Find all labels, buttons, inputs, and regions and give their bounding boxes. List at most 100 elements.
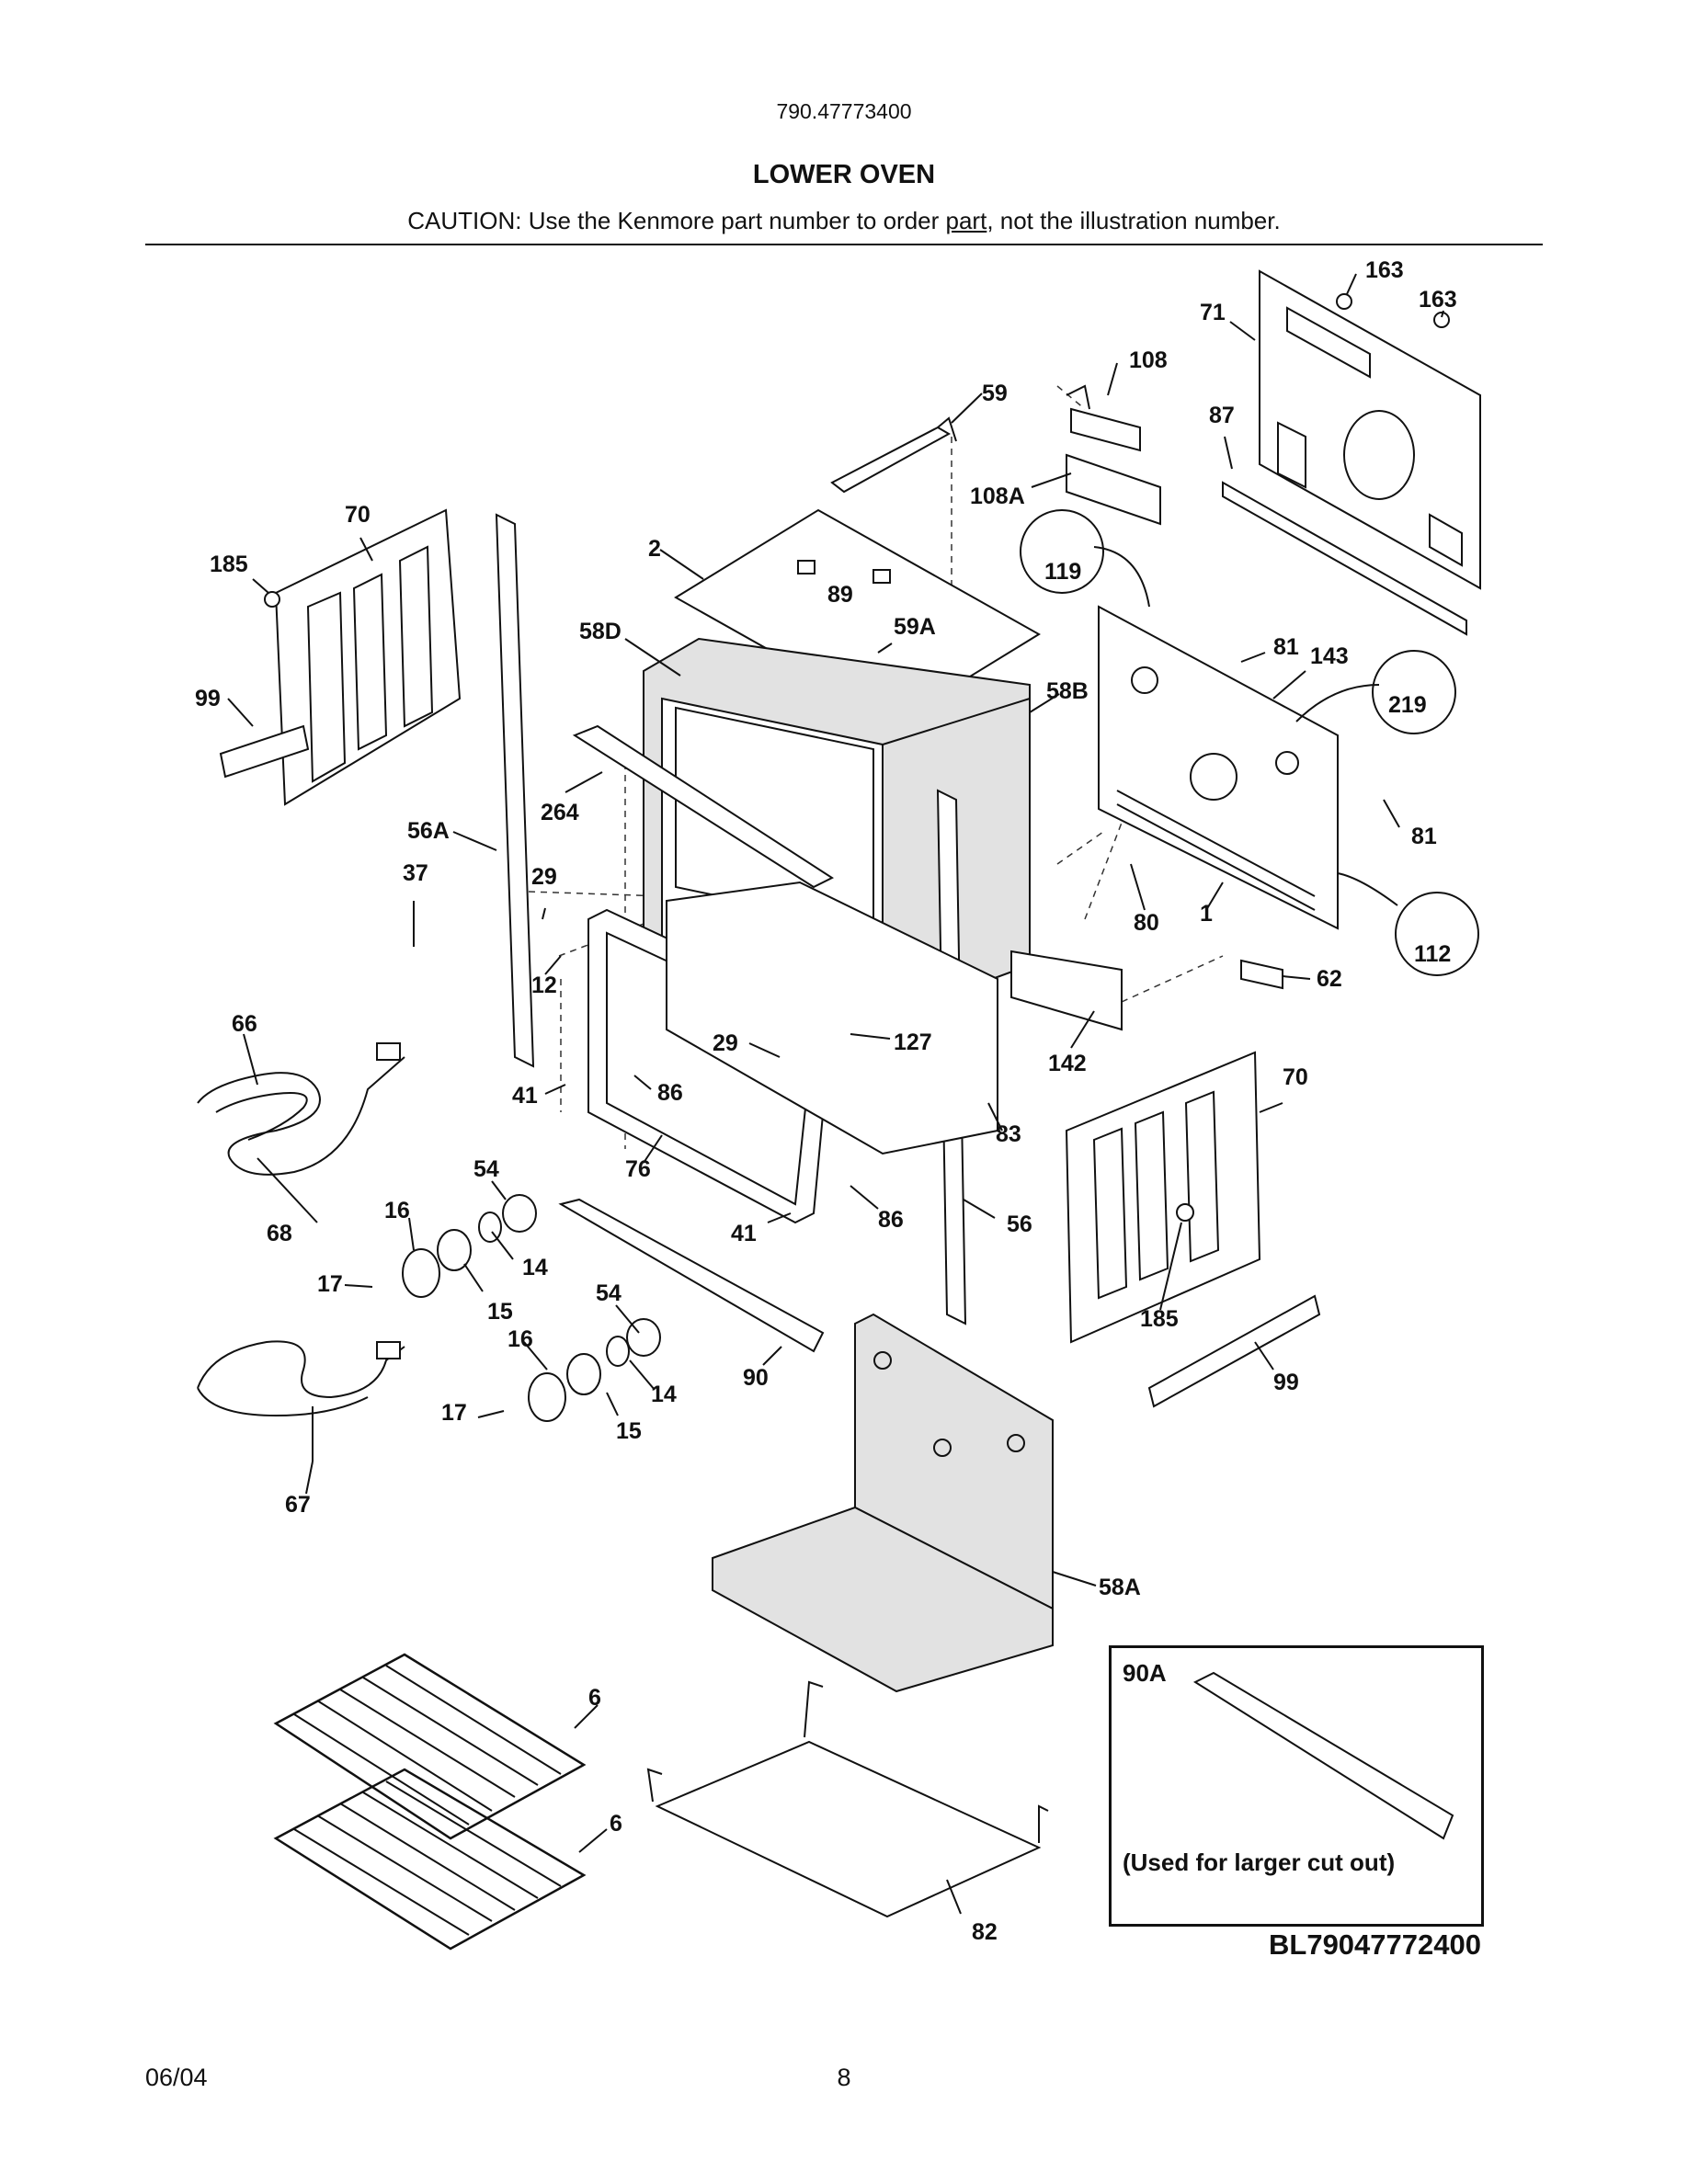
callout-label: 112 — [1414, 941, 1451, 967]
callout-label: 37 — [403, 860, 428, 886]
callout-label: 14 — [651, 1382, 677, 1407]
callout-label: 17 — [441, 1400, 467, 1426]
callout-label: 67 — [285, 1492, 311, 1518]
detail-circles — [1020, 509, 1479, 976]
callout-label: 6 — [588, 1685, 601, 1711]
callout-label: 15 — [616, 1418, 642, 1444]
callout-label: 86 — [878, 1207, 904, 1233]
caution-prefix: CAUTION: Use the Kenmore part number to … — [407, 207, 946, 234]
oven-rack-lower — [273, 1768, 587, 1951]
front-frame-bar — [572, 724, 835, 889]
callout-label: 81 — [1411, 824, 1437, 849]
vent-tube — [830, 416, 957, 494]
model-number: 790.47773400 — [776, 99, 912, 123]
callout-label: 54 — [473, 1156, 499, 1182]
callout-label: 56 — [1007, 1211, 1032, 1237]
callout-label: 81 — [1273, 634, 1299, 660]
callout-label: 89 — [827, 582, 853, 608]
callout-label: 82 — [972, 1919, 998, 1945]
fan-bracket — [1066, 453, 1161, 526]
bake-element — [197, 1340, 405, 1462]
bracket-142 — [1010, 950, 1123, 1031]
cooling-fan — [1066, 384, 1141, 452]
callout-label: 58D — [579, 619, 622, 644]
inset-note: (Used for larger cut out) — [1123, 1848, 1396, 1876]
callout-label: 6 — [610, 1811, 622, 1837]
callout-label: 56A — [407, 818, 450, 844]
callout-label: 127 — [894, 1029, 932, 1055]
callout-label: 41 — [731, 1221, 757, 1246]
callout-label: 70 — [1283, 1064, 1308, 1090]
callout-label: 108A — [970, 483, 1025, 509]
callout-label: 108 — [1129, 347, 1168, 373]
callout-label: 12 — [531, 973, 557, 998]
callout-label: 29 — [713, 1030, 738, 1056]
bracket-87 — [1222, 481, 1467, 636]
callout-label: 83 — [996, 1121, 1021, 1147]
callout-label: 86 — [657, 1080, 683, 1106]
nut-185-left — [264, 591, 280, 608]
nut-185-right — [1176, 1203, 1194, 1222]
caution-suffix: , not the illustration number. — [987, 207, 1281, 234]
callout-label: 99 — [195, 686, 221, 711]
callout-label: 58A — [1099, 1575, 1141, 1600]
callout-label: 71 — [1200, 300, 1226, 325]
callout-label: 54 — [596, 1280, 622, 1306]
callout-label: 59 — [982, 381, 1008, 406]
page-number: 8 — [837, 2064, 851, 2091]
callout-label: 58B — [1046, 678, 1089, 704]
terminal-block — [1240, 959, 1283, 990]
callout-label: 16 — [384, 1198, 410, 1223]
callout-label: 119 — [1044, 559, 1081, 585]
inset-box: 90A (Used for larger cut out) — [1109, 1645, 1484, 1927]
lamp-assembly-upper — [402, 1194, 537, 1298]
callout-label: 14 — [522, 1255, 548, 1280]
base-tray — [646, 1680, 1049, 1918]
side-trim-56A — [495, 513, 535, 1068]
callout-label: 219 — [1388, 692, 1427, 718]
callout-label: 142 — [1048, 1051, 1087, 1076]
callout-label: 66 — [232, 1011, 257, 1037]
oven-rack-upper — [273, 1653, 587, 1840]
callout-label: 2 — [648, 536, 661, 562]
bottom-trim — [558, 1198, 825, 1353]
section-title: LOWER OVEN — [752, 160, 936, 189]
rear-wall-panel — [1259, 269, 1481, 590]
caution-note: CAUTION: Use the Kenmore part number to … — [0, 207, 1688, 235]
callout-label: 68 — [267, 1221, 292, 1246]
callout-label: 99 — [1273, 1370, 1299, 1395]
detail-arrows — [1093, 546, 1398, 906]
left-side-panel — [274, 508, 462, 806]
leader-lines — [227, 273, 1444, 1915]
callout-label: 185 — [210, 552, 248, 577]
footer-date: 06/04 — [145, 2064, 208, 2091]
callout-label: 70 — [345, 502, 371, 528]
inset-trim-part — [1192, 1671, 1454, 1840]
callout-label: 163 — [1365, 257, 1404, 283]
bottom-wrapper — [712, 1313, 1054, 1693]
callout-label: 90 — [743, 1365, 769, 1391]
callout-labels: 163 163 71 108 59 87 108A 119 70 185 2 8… — [195, 257, 1457, 1945]
caution-underlined: part — [945, 207, 987, 234]
nut-pair — [1336, 293, 1450, 328]
diagram-reference: BL79047772400 — [1269, 1928, 1481, 1961]
callout-label: 62 — [1317, 966, 1342, 992]
oven-cavity — [666, 881, 998, 1155]
bracket-99-left — [219, 724, 310, 779]
broil-element — [197, 1042, 405, 1176]
lamp-assembly-lower — [528, 1318, 661, 1422]
oven-side-panel — [1098, 605, 1339, 930]
callout-label: 264 — [541, 800, 579, 825]
callout-label: 29 — [531, 864, 557, 890]
bracket-99-right — [1147, 1294, 1321, 1408]
callout-label: 185 — [1140, 1306, 1179, 1332]
callout-label: 17 — [317, 1271, 343, 1297]
callout-label: 76 — [625, 1156, 651, 1182]
right-side-panel — [1065, 1051, 1261, 1344]
callout-label: 80 — [1134, 910, 1159, 936]
callout-label: 87 — [1209, 403, 1235, 428]
callout-label: 15 — [487, 1299, 513, 1325]
callout-label: 59A — [894, 614, 936, 640]
header-rule — [145, 244, 1543, 245]
